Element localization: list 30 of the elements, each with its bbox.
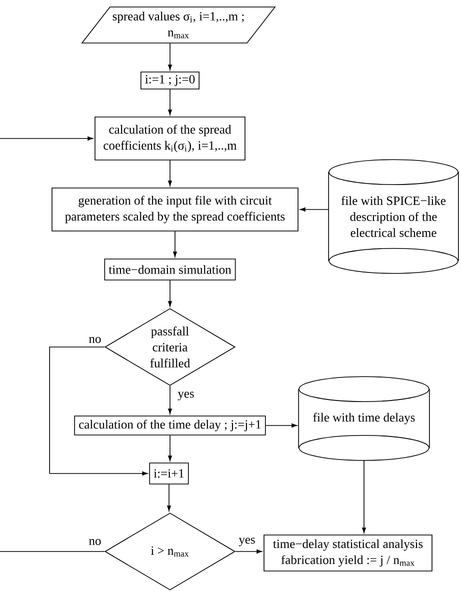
arrow bbox=[265, 424, 298, 428]
node-label: file with time delays bbox=[313, 412, 415, 424]
arrow bbox=[168, 43, 172, 70]
edge-label: yes bbox=[238, 536, 256, 548]
process-box: time−domain simulation bbox=[104, 258, 236, 280]
process-box: i:=1 ; j:=0 bbox=[140, 72, 200, 90]
arrow bbox=[168, 89, 172, 116]
edge-label: no bbox=[88, 336, 102, 344]
arrow bbox=[168, 280, 172, 307]
connector-line bbox=[0, 551, 105, 552]
arrow bbox=[173, 231, 177, 258]
edge-label: yes bbox=[176, 390, 196, 402]
arrow bbox=[49, 346, 148, 476]
edge-label: no bbox=[88, 538, 102, 546]
arrow bbox=[168, 386, 172, 414]
arrow bbox=[362, 460, 366, 534]
file-cylinder: file with time delays bbox=[298, 376, 430, 461]
process-box: calculation of the time delay ; j:=j+1 bbox=[74, 416, 266, 436]
arrow bbox=[0, 136, 94, 140]
arrow bbox=[168, 160, 172, 186]
file-cylinder: file with SPICE−like description of the electrical scheme bbox=[328, 159, 459, 274]
arrow bbox=[168, 435, 172, 462]
arrow bbox=[235, 550, 262, 554]
arrow bbox=[300, 208, 329, 212]
arrow bbox=[167, 484, 171, 512]
process-box: i:=i+1 bbox=[149, 462, 189, 484]
process-box: generation of the input file with circuit parameters scaled by the spread coefficients bbox=[52, 188, 298, 232]
process-box: time−delay statistical analysis fabrication yield := j / n$_{max}$ bbox=[264, 534, 432, 572]
node-label: file with SPICE−like description of the electrical scheme bbox=[341, 196, 446, 237]
process-box: calculation of the spread coefficients k$_{i}$(σ$_{i}$), i=1,..,m bbox=[94, 116, 246, 160]
